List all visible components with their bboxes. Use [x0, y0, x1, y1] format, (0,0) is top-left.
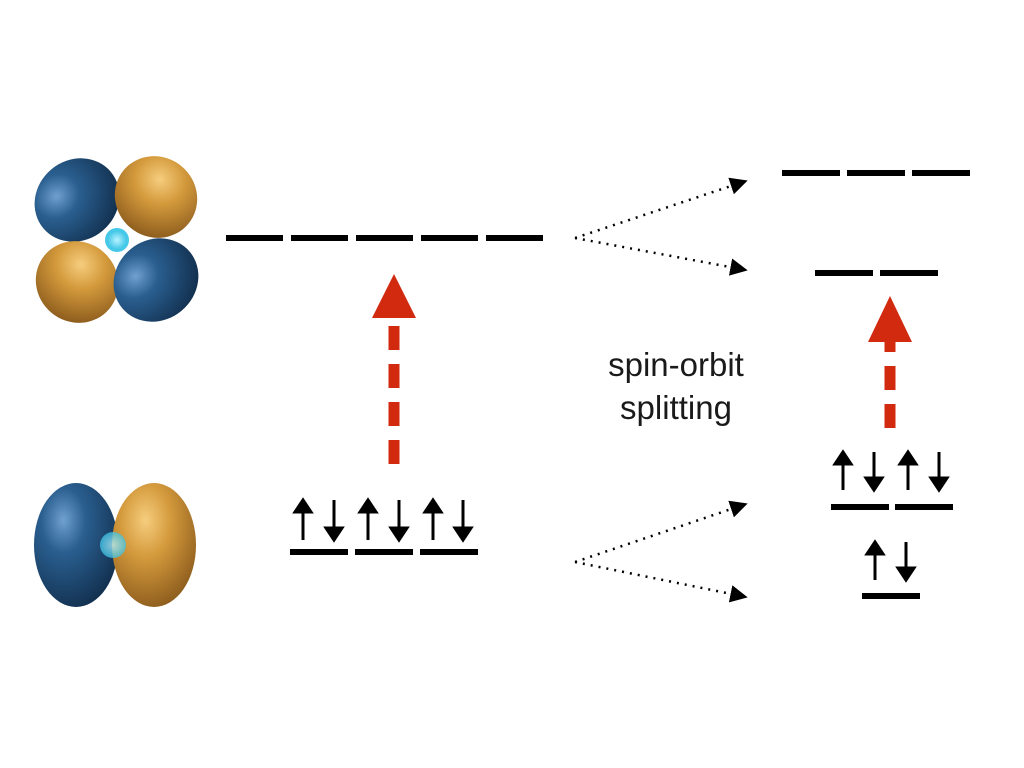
right-excitation-arrow: [868, 296, 912, 428]
d-splitting-arrows: [574, 177, 748, 276]
d-orbital-icon: [34, 156, 199, 323]
p-splitting-arrows: [574, 500, 748, 603]
left-p-electrons: [292, 497, 474, 543]
right-p-upper-electrons: [832, 449, 950, 493]
splitting-label-line1: spin-orbit: [608, 346, 744, 383]
right-p-lower-level: [862, 539, 920, 599]
right-p-lower-electrons: [864, 539, 917, 583]
p-orbital-icon: [34, 483, 196, 607]
left-p-level: [290, 497, 478, 555]
right-p-upper-level: [831, 449, 953, 510]
left-excitation-arrow: [372, 274, 416, 464]
splitting-label-line2: splitting: [620, 389, 732, 426]
